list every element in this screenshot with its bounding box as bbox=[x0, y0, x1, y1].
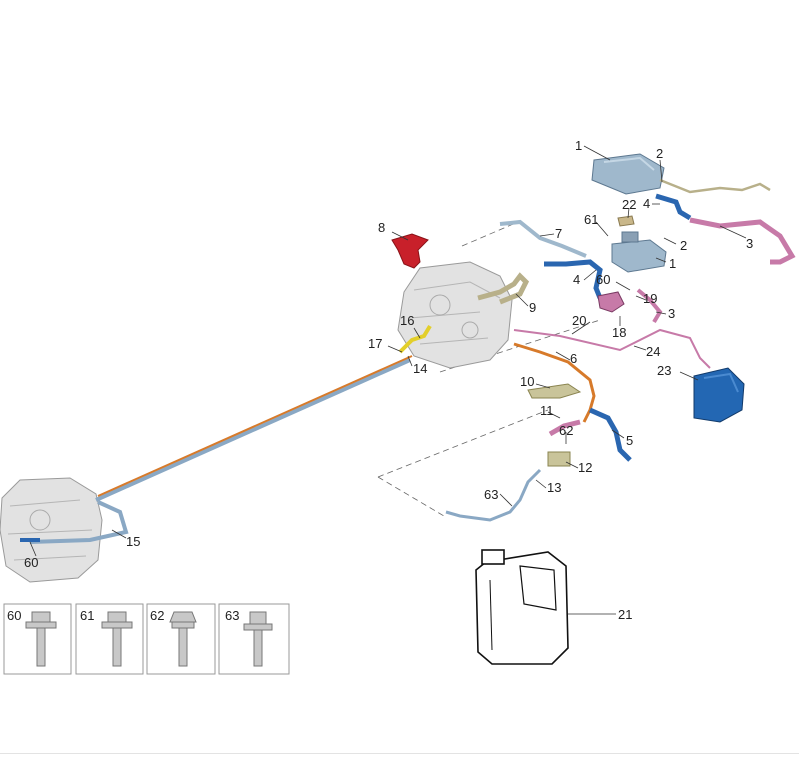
callout-63: 63 bbox=[484, 487, 498, 502]
part-12-bracket bbox=[547, 451, 571, 467]
bolt-box-label-63: 63 bbox=[225, 608, 239, 623]
callout-3-lower: 3 bbox=[668, 306, 675, 321]
page-divider bbox=[0, 753, 799, 754]
callout-1-lower: 1 bbox=[669, 256, 676, 271]
callout-13: 13 bbox=[547, 480, 561, 495]
bolt-61-icon bbox=[101, 611, 133, 667]
rear-drive-unit bbox=[0, 477, 103, 583]
callout-18: 18 bbox=[612, 325, 626, 340]
callout-10: 10 bbox=[520, 374, 534, 389]
callout-6: 6 bbox=[570, 351, 577, 366]
part-4-hose-upper bbox=[655, 193, 692, 221]
callout-19: 19 bbox=[643, 291, 657, 306]
callout-3-upper: 3 bbox=[746, 236, 753, 251]
callout-7: 7 bbox=[555, 226, 562, 241]
part-22-cap bbox=[617, 215, 635, 227]
callout-61: 61 bbox=[584, 212, 598, 227]
reservoir-upper bbox=[591, 153, 665, 195]
part-4-hose-lower bbox=[544, 259, 603, 299]
bolt-62-icon bbox=[169, 611, 197, 667]
callout-12: 12 bbox=[578, 460, 592, 475]
part-2-pipe-upper bbox=[659, 178, 771, 194]
part-10-bracket bbox=[527, 383, 582, 399]
callout-labels: 1 2 4 3 22 61 7 2 1 8 4 60 19 9 3 20 16 … bbox=[7, 138, 753, 623]
part-21-coolant-jug bbox=[475, 549, 569, 665]
bolt-box-label-60: 60 bbox=[7, 608, 21, 623]
callout-23: 23 bbox=[657, 363, 671, 378]
part-23-tank bbox=[693, 367, 745, 423]
part-7-pipe bbox=[499, 219, 587, 258]
part-13-hose bbox=[445, 468, 542, 522]
part-9-hose bbox=[477, 272, 530, 305]
callout-60-lower: 60 bbox=[24, 555, 38, 570]
callout-1-upper: 1 bbox=[575, 138, 582, 153]
part-5-hose bbox=[588, 407, 632, 462]
callout-11: 11 bbox=[540, 403, 554, 418]
bolt-box-label-62: 62 bbox=[150, 608, 164, 623]
callout-2-lower: 2 bbox=[680, 238, 687, 253]
bolt-boxes bbox=[3, 603, 290, 675]
callout-60-upper: 60 bbox=[596, 272, 610, 287]
leader-lines bbox=[29, 145, 747, 615]
callout-16: 16 bbox=[400, 313, 414, 328]
callout-9: 9 bbox=[529, 300, 536, 315]
hose-16 bbox=[398, 324, 432, 354]
reservoir-lower bbox=[611, 231, 667, 273]
part-18-pump bbox=[597, 291, 625, 313]
part-24-line bbox=[513, 328, 711, 369]
bolt-63-icon bbox=[243, 611, 273, 667]
underbody-lines bbox=[20, 355, 413, 544]
callout-2-upper: 2 bbox=[656, 146, 663, 161]
callout-5: 5 bbox=[626, 433, 633, 448]
callout-17: 17 bbox=[368, 336, 382, 351]
part-8-red-hose bbox=[391, 233, 429, 269]
part-3-hose-lower bbox=[636, 288, 663, 324]
callout-21: 21 bbox=[618, 607, 632, 622]
bolt-60-icon bbox=[25, 611, 57, 667]
callout-20: 20 bbox=[572, 313, 586, 328]
bolt-box-label-61: 61 bbox=[80, 608, 94, 623]
part-3-hose-upper bbox=[689, 217, 796, 265]
callout-24: 24 bbox=[646, 344, 660, 359]
front-drive-unit bbox=[397, 261, 513, 369]
callout-22: 22 bbox=[622, 197, 636, 212]
part-11-hose bbox=[548, 419, 581, 437]
callout-62: 62 bbox=[559, 423, 573, 438]
callout-4-upper: 4 bbox=[643, 196, 650, 211]
callout-15: 15 bbox=[126, 534, 140, 549]
callout-4-lower: 4 bbox=[573, 272, 580, 287]
callout-8: 8 bbox=[378, 220, 385, 235]
callout-14: 14 bbox=[413, 361, 427, 376]
